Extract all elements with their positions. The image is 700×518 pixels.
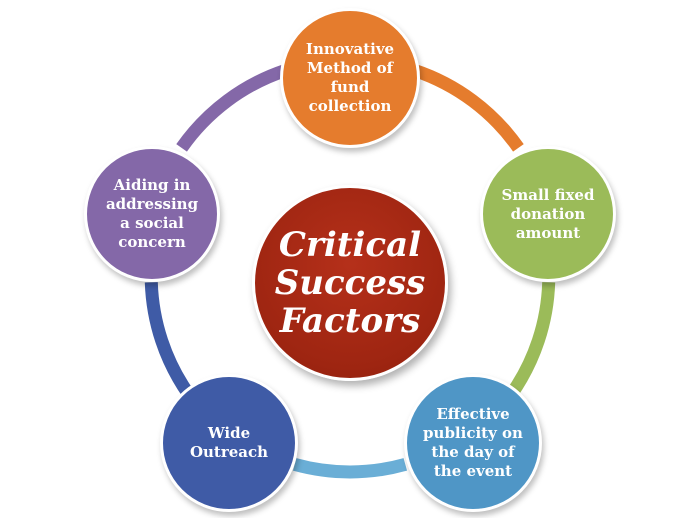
center-title-line-3: Factors (279, 301, 421, 341)
connector-right-to-bottom-right (506, 282, 556, 398)
factor-label: Small fixed donation amount (501, 185, 595, 242)
factor-label: Innovative Method of fund collection (305, 40, 395, 115)
connector-bottom-right-to-bottom-left (292, 458, 408, 479)
factor-circle-social-concern: Aiding in addressing a social concern (84, 146, 220, 282)
center-circle: Critical Success Factors (252, 185, 448, 381)
center-title: Critical Success Factors (270, 226, 430, 340)
center-title-line-1: Critical (278, 225, 422, 265)
connector-top-to-right (412, 64, 524, 152)
factor-label: Effective publicity on the day of the ev… (423, 405, 523, 480)
connector-bottom-left-to-left (144, 282, 194, 398)
factor-circle-effective-publicity: Effective publicity on the day of the ev… (404, 374, 542, 512)
connector-left-to-top (176, 64, 288, 152)
center-title-line-2: Success (274, 263, 426, 303)
factor-circle-wide-outreach: Wide Outreach (160, 374, 298, 512)
factor-circle-innovative-method: Innovative Method of fund collection (280, 8, 420, 148)
factor-label: Wide Outreach (189, 424, 269, 461)
factor-circle-small-fixed-donation: Small fixed donation amount (480, 146, 616, 282)
factor-label: Aiding in addressing a social concern (105, 176, 199, 251)
